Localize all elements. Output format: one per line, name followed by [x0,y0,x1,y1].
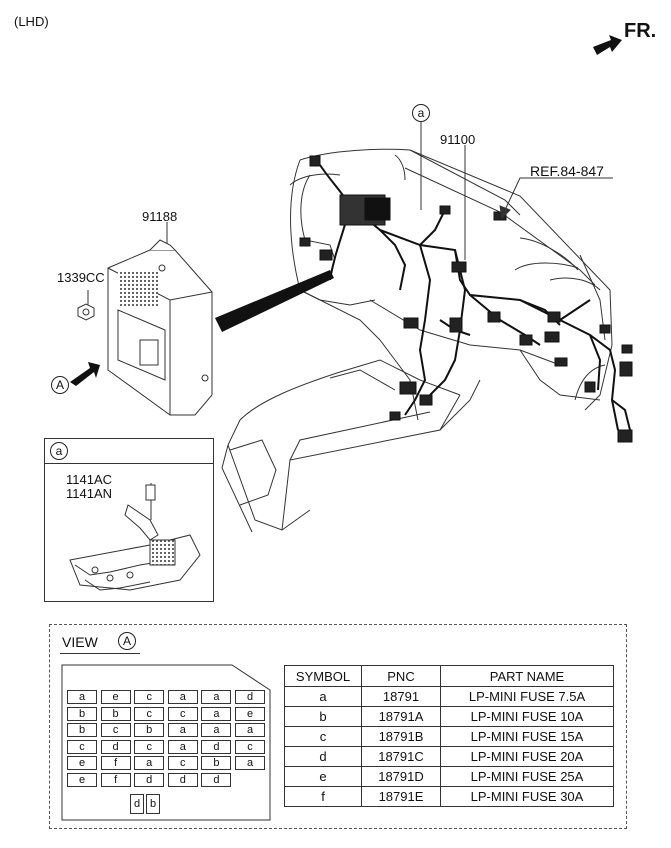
fuse-slot: f [100,756,131,771]
fuse-slot: c [134,706,165,721]
fuse-slot: c [235,739,265,754]
fuse-slot: a [67,690,97,704]
cell-part-name: LP-MINI FUSE 10A [440,706,614,727]
fuse-slot: d [100,739,131,754]
fuse-slot: e [67,773,97,787]
fuse-slot: e [100,690,131,704]
fuse-slot: f [100,773,131,787]
view-a-arrow-icon [70,362,100,386]
fuse-slot: a [235,756,265,771]
fuse-slot: d [134,773,165,787]
fuse-slot: a [201,690,232,704]
fuse-slot: c [67,739,97,754]
view-title-underline [60,653,140,654]
fuse-slot: a [167,739,198,754]
detail-a-marker: a [412,104,430,122]
view-a-marker: A [51,376,69,394]
cell-part-name: LP-MINI FUSE 15A [440,726,614,747]
fuse-slot: b [67,723,97,738]
cell-symbol: c [284,726,362,747]
fuse-slot: d [167,773,198,787]
detail-a-box: a [44,438,214,602]
reference-label: REF.84-847 [530,163,604,179]
fuse-slot: c [134,739,165,754]
front-label: FR. [624,20,657,42]
fuse-slot-vertical: b [146,794,160,814]
parts-table-header: SYMBOL PNC PART NAME [284,665,614,687]
col-part-name: PART NAME [440,665,614,687]
bolt-code-1: 1141AC [66,472,113,487]
leader-lines [87,122,613,520]
nut-label: 1339CC [57,270,105,285]
junction-box [107,239,213,416]
fuse-slot: a [167,723,198,738]
cell-symbol: d [284,746,362,767]
fuse-slot: b [201,756,232,771]
detail-a-header: a [45,439,213,464]
fuse-slot: a [167,690,198,704]
cell-part-name: LP-MINI FUSE 7.5A [440,686,614,707]
nut-icon [77,303,95,321]
cell-pnc: 18791D [361,766,441,787]
fuse-slot: d [201,739,232,754]
dashboard-outline [221,148,613,533]
cell-part-name: LP-MINI FUSE 30A [440,786,614,807]
detail-a-box-marker: a [50,442,68,460]
cell-pnc: 18791A [361,706,441,727]
main-harness-label: 91100 [440,132,476,147]
cell-part-name: LP-MINI FUSE 25A [440,766,614,787]
fuse-slot: c [100,723,131,738]
fuse-slot: e [67,756,97,771]
cell-pnc: 18791E [361,786,441,807]
cell-pnc: 18791 [361,686,441,707]
cell-symbol: e [284,766,362,787]
cell-symbol: a [284,686,362,707]
junction-box-label: 91188 [142,209,178,224]
front-arrow-icon [593,35,622,55]
fuse-slot: a [201,706,232,721]
fuse-slot: a [134,756,165,771]
fuse-slot: e [235,706,265,721]
fuse-slot: a [235,723,265,738]
wiring-harness [319,164,631,431]
connectors [299,155,633,443]
detail-bracket-drawing [69,484,201,591]
cell-part-name: LP-MINI FUSE 20A [440,746,614,767]
fuse-slot: b [67,706,97,721]
fuse-slot: a [201,723,232,738]
view-title: VIEW [62,634,98,650]
fuse-slot: c [167,756,198,771]
pointer-arrow-icon [215,270,334,332]
view-title-marker: A [118,632,136,650]
col-pnc: PNC [361,665,441,687]
drive-side-label: (LHD) [14,14,49,29]
bolt-code-2: 1141AN [66,486,113,501]
cell-pnc: 18791C [361,746,441,767]
cell-symbol: b [284,706,362,727]
cell-symbol: f [284,786,362,807]
view-a-box [49,624,627,829]
fuse-slot: d [235,690,265,704]
cell-pnc: 18791B [361,726,441,747]
fuse-slot: c [167,706,198,721]
fuse-slot: b [134,723,165,738]
fuse-slot-vertical: d [130,794,144,814]
fuse-slot: d [201,773,232,787]
col-symbol: SYMBOL [284,665,362,687]
fuse-slot: c [134,690,165,704]
fuse-slot: b [100,706,131,721]
